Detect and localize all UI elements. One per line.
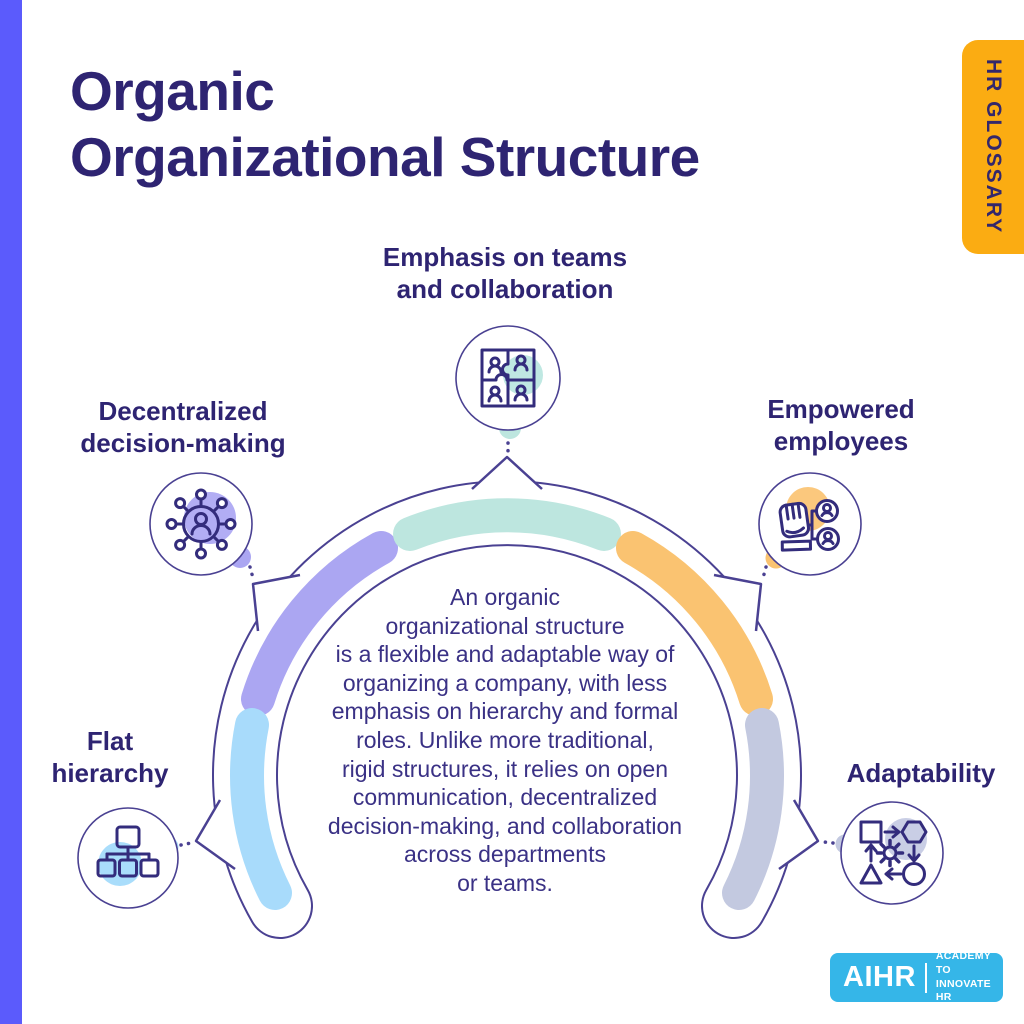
segment-adaptability xyxy=(722,708,784,910)
page-title: Organic Organizational Structure xyxy=(70,60,700,188)
connector-dots-decentralized xyxy=(248,565,255,580)
segment-empowered xyxy=(616,531,773,716)
hr-glossary-tab: HR GLOSSARY xyxy=(962,40,1024,254)
aihr-logo: AIHR ACADEMY TO INNOVATE HR xyxy=(830,950,1003,1004)
org-chart-icon xyxy=(96,825,160,886)
node-label-adaptability: Adaptability xyxy=(846,758,996,788)
hr-glossary-tab-label: HR GLOSSARY xyxy=(982,59,1005,235)
puzzle-teamwork-icon xyxy=(480,348,543,408)
segment-teams xyxy=(393,498,621,551)
process-cycle-gear-icon xyxy=(859,818,928,886)
node-label-teams: Emphasis on teams and collaboration xyxy=(382,242,628,304)
node-label-decentralized: Decentralized decision-making xyxy=(80,396,286,458)
left-accent-stripe xyxy=(0,0,22,1024)
pointer-notch-decentralized xyxy=(251,573,301,632)
connector-dots-empowered xyxy=(761,565,768,580)
connector-dots-adaptability xyxy=(822,840,835,845)
pointer-notch-flat-hierarchy xyxy=(194,799,236,871)
segment-decentralized xyxy=(241,531,398,716)
pointer-notch-adaptability xyxy=(778,799,820,871)
aihr-logo-tagline: ACADEMY TO INNOVATE HR xyxy=(935,950,991,1004)
definition-text: An organic organizational structure is a… xyxy=(327,584,683,896)
node-label-flat-hierarchy: Flat hierarchy xyxy=(51,726,169,788)
pointer-notch-teams xyxy=(471,455,543,490)
aihr-logo-wordmark: AIHR xyxy=(843,961,916,993)
pointer-notch-empowered xyxy=(713,573,763,632)
network-people-icon xyxy=(165,488,237,560)
segment-flat-hierarchy xyxy=(230,708,292,910)
node-label-empowered: Empowered employees xyxy=(767,394,915,456)
connector-dots-flat-hierarchy xyxy=(179,841,193,847)
raised-fist-icon xyxy=(778,487,840,552)
logo-divider xyxy=(924,962,927,993)
